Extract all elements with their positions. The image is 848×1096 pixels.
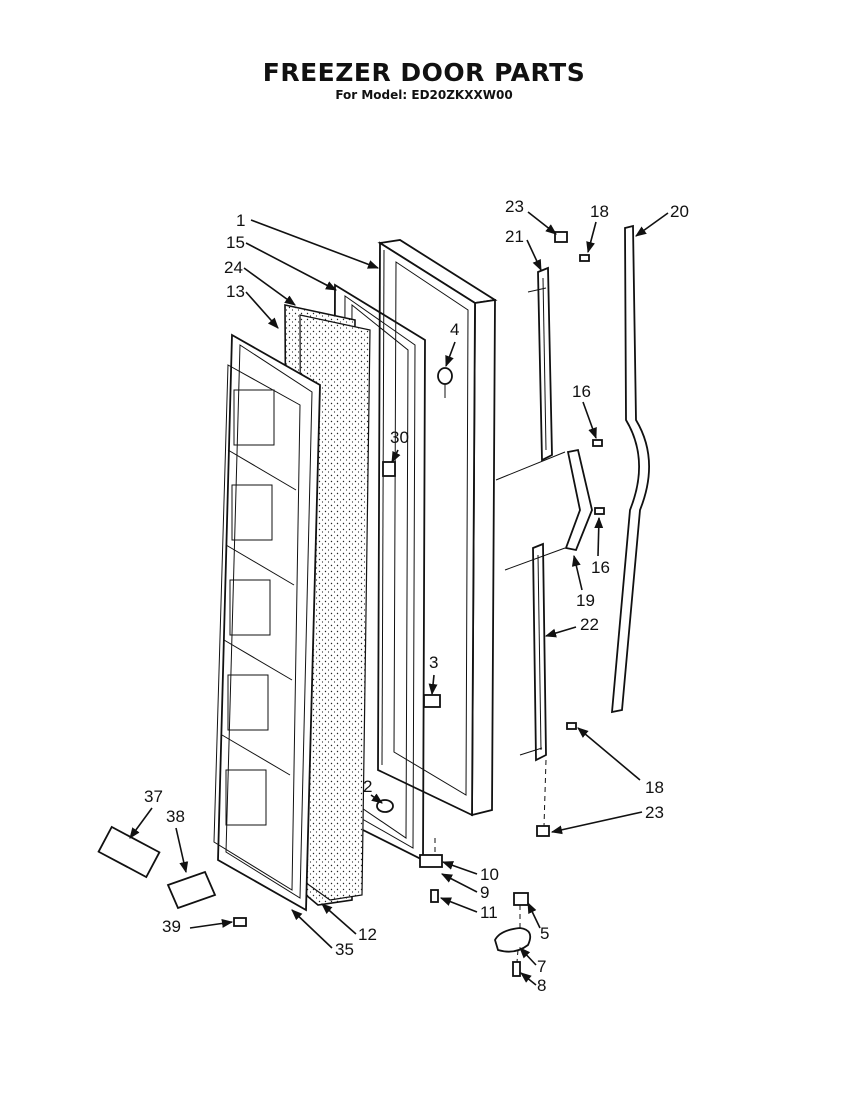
model-subtitle: For Model: ED20ZKXXW00	[335, 88, 513, 102]
callout-20: 20	[670, 202, 689, 221]
callout-11: 11	[480, 903, 498, 922]
callout-24: 24	[224, 258, 243, 277]
callout-5: 5	[540, 924, 549, 943]
callout-13: 13	[226, 282, 245, 301]
callout-18-top: 18	[590, 202, 609, 221]
callout-23-bottom: 23	[645, 803, 664, 822]
guide-lines	[434, 287, 566, 963]
callout-23-top: 23	[505, 197, 524, 216]
callout-18-bottom: 18	[645, 778, 664, 797]
callout-labels: 1 15 24 13 4 30 3 2 23 18 21 20 16 16 19…	[144, 197, 689, 995]
callout-30: 30	[390, 428, 409, 447]
door-handle	[610, 224, 650, 714]
callout-15: 15	[226, 233, 245, 252]
callout-22: 22	[580, 615, 599, 634]
callout-3: 3	[429, 653, 438, 672]
callout-19: 19	[576, 591, 595, 610]
hardware-parts	[97, 231, 605, 977]
callout-7: 7	[537, 957, 546, 976]
inner-door-liner	[213, 333, 321, 912]
callout-35: 35	[335, 940, 354, 959]
callout-2: 2	[363, 777, 372, 796]
handle-rail-upper	[537, 266, 553, 462]
page-title: FREEZER DOOR PARTS	[262, 58, 586, 87]
callout-16-b: 16	[591, 558, 610, 577]
handle-rail-lower	[532, 542, 547, 762]
callout-16-a: 16	[572, 382, 591, 401]
callout-39: 39	[162, 917, 181, 936]
callout-10: 10	[480, 865, 499, 884]
handle-bracket-center	[564, 448, 593, 552]
callout-1: 1	[236, 211, 245, 230]
callout-8: 8	[537, 976, 546, 995]
callout-21: 21	[505, 227, 524, 246]
callout-37: 37	[144, 787, 163, 806]
callout-9: 9	[480, 883, 489, 902]
outer-door-panel	[377, 239, 498, 817]
callout-4: 4	[450, 320, 459, 339]
callout-38: 38	[166, 807, 185, 826]
leader-arrows	[129, 211, 669, 986]
callout-12: 12	[358, 925, 377, 944]
